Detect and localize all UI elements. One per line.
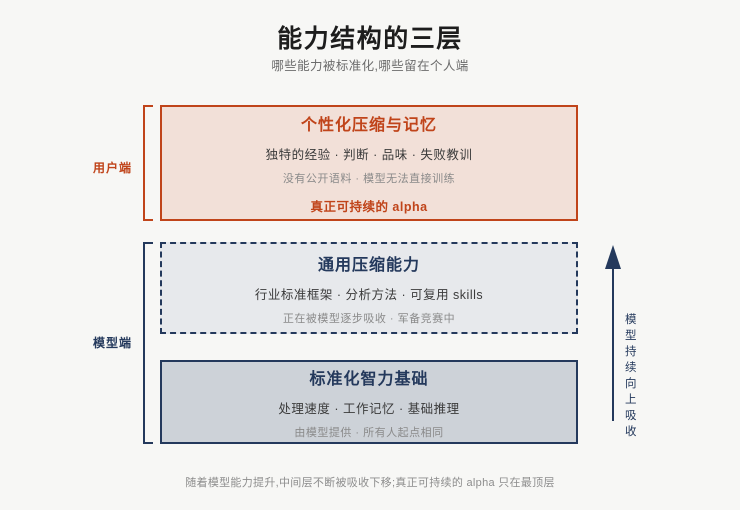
layer-standardized-intelligence: 标准化智力基础 处理速度 · 工作记忆 · 基础推理 由模型提供 · 所有人起点…: [160, 360, 578, 444]
page-title: 能力结构的三层: [277, 25, 463, 53]
layer-line-secondary: 正在被模型逐步吸收 · 军备竞赛中: [282, 312, 456, 325]
group-label-user: 用户端: [93, 161, 133, 175]
layer-heading: 个性化压缩与记忆: [300, 117, 437, 134]
bracket-model-group: [143, 242, 153, 444]
layer-line-primary: 处理速度 · 工作记忆 · 基础推理: [278, 401, 460, 416]
layer-line-secondary: 由模型提供 · 所有人起点相同: [294, 426, 444, 439]
group-label-model: 模型端: [93, 336, 133, 350]
arrow-caption: 模型持续向上吸收: [625, 314, 637, 438]
layer-heading: 通用压缩能力: [317, 256, 420, 274]
footer-note: 随着模型能力提升,中间层不断被吸收下移;真正可持续的 alpha 只在最顶层: [185, 477, 555, 489]
bracket-user-group: [143, 105, 153, 221]
layer-line-secondary: 没有公开语料 · 模型无法直接训练: [282, 173, 456, 185]
layer-line-primary: 行业标准框架 · 分析方法 · 可复用 skills: [254, 287, 484, 302]
layer-heading: 标准化智力基础: [309, 370, 429, 388]
layer-personalized-compression: 个性化压缩与记忆 独特的经验 · 判断 · 品味 · 失败教训 没有公开语料 ·…: [160, 105, 578, 221]
layer-line-accent: 真正可持续的 alpha: [310, 200, 428, 214]
layer-general-compression: 通用压缩能力 行业标准框架 · 分析方法 · 可复用 skills 正在被模型逐…: [160, 242, 578, 334]
page-subtitle: 哪些能力被标准化,哪些留在个人端: [271, 59, 469, 73]
layer-line-primary: 独特的经验 · 判断 · 品味 · 失败教训: [265, 148, 473, 162]
upward-arrow-icon: [604, 243, 622, 423]
